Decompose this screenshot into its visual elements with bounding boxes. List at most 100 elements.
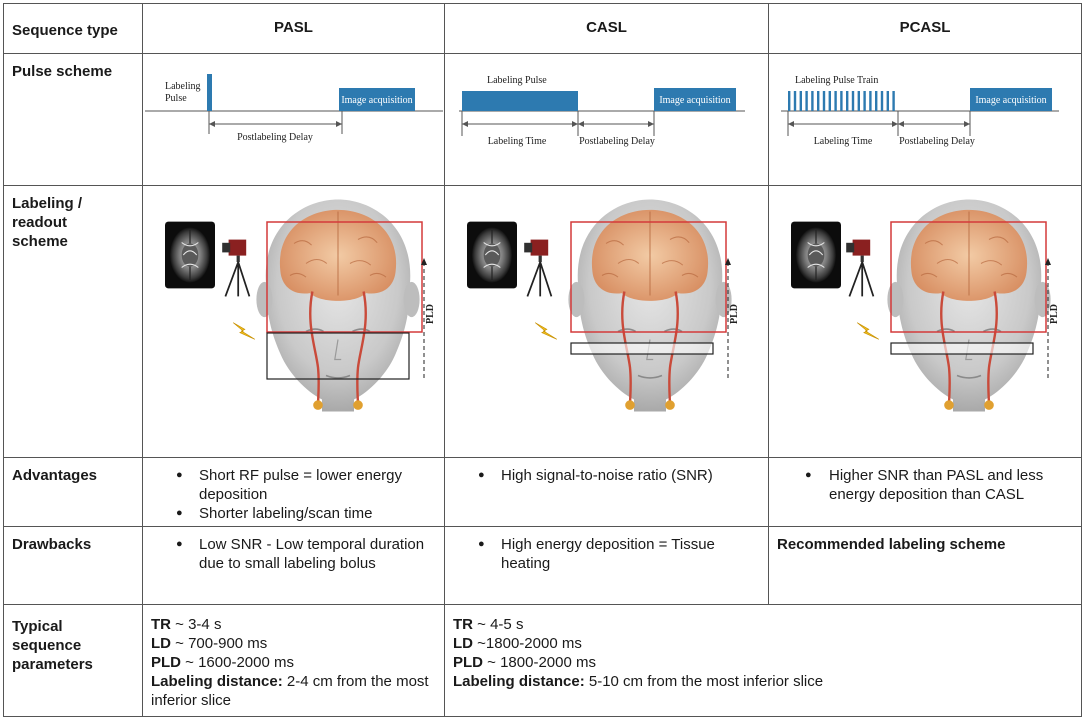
pcasl-pulse-bar (805, 91, 808, 111)
labeling-scheme-row: Labeling / readout scheme PLD (3, 185, 1082, 458)
casl-drawbacks: High energy deposition = Tissue heating (444, 526, 769, 605)
pcasl-pulse-diagram: Labeling Pulse Train Image acquisition L… (768, 53, 1082, 186)
parameters-row: Typical sequence parameters TR ~ 3-4 s L… (3, 604, 1082, 717)
pasl-drawbacks: Low SNR - Low temporal duration due to s… (142, 526, 445, 605)
casl-pld: PLD ~ 1800-2000 ms (453, 653, 1073, 672)
pcasl-pulse-bar (817, 91, 820, 111)
casl-pulse-diagram: Labeling Pulse Image acquisition Labelin… (444, 53, 769, 186)
pcasl-labeling-pulse-train (788, 91, 895, 111)
head-illustration (567, 198, 733, 413)
lightning-icon (856, 322, 880, 340)
pasl-labeling-text-1: Labeling (165, 81, 201, 92)
pcasl-recommendation: Recommended labeling scheme (768, 526, 1082, 605)
row-label-drawbacks: Drawbacks (3, 526, 143, 605)
row-label-advantages: Advantages (3, 457, 143, 527)
param-value: ~ 700-900 ms (171, 635, 268, 652)
casl-image-text: Image acquisition (659, 95, 730, 106)
pasl-advantage-item: Short RF pulse = lower energy deposition (143, 466, 444, 504)
pcasl-image-block (970, 88, 1052, 111)
drawbacks-row: Drawbacks Low SNR - Low temporal duratio… (3, 526, 1082, 605)
asl-comparison-table: Sequence type PASL CASL PCASL Pulse sche… (3, 3, 1082, 717)
pcasl-pulse-bar (799, 91, 802, 111)
labeling-label-line-3: scheme (12, 233, 68, 250)
casl-advantages: High signal-to-noise ratio (SNR) (444, 457, 769, 527)
param-label: LD (453, 635, 473, 652)
param-value: ~1800-2000 ms (473, 635, 582, 652)
casl-labeling-text: Labeling Pulse (487, 75, 547, 86)
pasl-labeling-pulse (207, 74, 212, 111)
param-label: Labeling distance: (151, 673, 283, 690)
pasl-pld: PLD ~ 1600-2000 ms (151, 653, 436, 672)
labeling-plane (890, 342, 1034, 355)
pcasl-delay-text: Postlabeling Delay (899, 136, 975, 147)
param-value: ~ 1800-2000 ms (483, 654, 596, 671)
pasl-pulse-diagram: Labeling Pulse Image acquisition Postlab… (142, 53, 445, 186)
pld-arrow-label: PLD (425, 304, 436, 324)
pasl-distance: Labeling distance: 2-4 cm from the most … (151, 672, 436, 710)
pcasl-pulse-bar (811, 91, 814, 111)
header-casl: CASL (444, 3, 769, 54)
casl-ld: LD ~1800-2000 ms (453, 634, 1073, 653)
param-value: ~ 3-4 s (171, 616, 222, 633)
casl-distance: Labeling distance: 5-10 cm from the most… (453, 672, 1073, 691)
pcasl-pulse-bar (857, 91, 860, 111)
labeling-label-line-1: Labeling / (12, 195, 83, 212)
pasl-labeling-text-2: Pulse (165, 93, 187, 104)
labeling-label-line-2: readout (12, 214, 68, 231)
casl-delay-text: Postlabeling Delay (579, 136, 655, 147)
pcasl-pulse-bar (822, 91, 826, 111)
params-label-line-2: sequence (12, 637, 82, 654)
casl-labeling-pulse (462, 91, 578, 111)
casl-pcasl-parameters: TR ~ 4-5 s LD ~1800-2000 ms PLD ~ 1800-2… (444, 604, 1082, 717)
casl-advantage-item: High signal-to-noise ratio (SNR) (445, 466, 768, 485)
param-label: TR (453, 616, 473, 633)
lightning-icon (232, 322, 256, 340)
mri-slice-icon (791, 221, 841, 289)
labeling-plane (570, 342, 714, 355)
casl-image-block (654, 88, 736, 111)
pcasl-time-text: Labeling Time (814, 136, 873, 147)
pcasl-pulse-bar (788, 91, 791, 111)
readout-box (890, 221, 1047, 333)
row-label-labeling-scheme: Labeling / readout scheme (3, 185, 143, 458)
pld-arrow-label: PLD (1049, 304, 1060, 324)
labeling-slab (266, 332, 410, 380)
advantages-row: Advantages Short RF pulse = lower energy… (3, 457, 1082, 527)
readout-box (570, 221, 727, 333)
header-sequence-type: Sequence type (3, 3, 143, 54)
pasl-ld: LD ~ 700-900 ms (151, 634, 436, 653)
param-label: TR (151, 616, 171, 633)
pasl-parameters: TR ~ 3-4 s LD ~ 700-900 ms PLD ~ 1600-20… (142, 604, 445, 717)
param-label: LD (151, 635, 171, 652)
lightning-icon (534, 322, 558, 340)
pcasl-pulse-bar (828, 91, 831, 111)
pcasl-pulse-bar (880, 91, 884, 111)
pasl-drawback-item: Low SNR - Low temporal duration due to s… (143, 535, 444, 573)
pcasl-pulse-bar (834, 91, 837, 111)
param-value: ~ 1600-2000 ms (181, 654, 294, 671)
param-label: PLD (151, 654, 181, 671)
pcasl-scheme-illustration: PLD (768, 185, 1082, 458)
casl-drawback-item: High energy deposition = Tissue heating (445, 535, 768, 573)
pcasl-pulse-bar (875, 91, 878, 111)
head-illustration (886, 198, 1052, 413)
pasl-advantages: Short RF pulse = lower energy deposition… (142, 457, 445, 527)
pcasl-pulse-bar (886, 91, 889, 111)
pcasl-advantage-item: Higher SNR than PASL and less energy dep… (769, 466, 1081, 504)
casl-time-text: Labeling Time (488, 136, 547, 147)
pcasl-advantages: Higher SNR than PASL and less energy dep… (768, 457, 1082, 527)
mri-slice-icon (467, 221, 517, 289)
param-label: PLD (453, 654, 483, 671)
pasl-scheme-illustration: PLD (142, 185, 445, 458)
camera-icon (523, 238, 553, 298)
readout-box (266, 221, 423, 333)
param-value: 5-10 cm from the most inferior slice (584, 673, 824, 690)
pcasl-pulse-bar (840, 91, 843, 111)
row-label-pulse-scheme: Pulse scheme (3, 53, 143, 186)
pcasl-pulse-bar (869, 91, 872, 111)
casl-scheme-illustration: PLD (444, 185, 769, 458)
param-value: 2-4 cm from the most inferior slice (151, 673, 429, 709)
pcasl-image-text: Image acquisition (975, 95, 1046, 106)
pcasl-pulse-bar (846, 91, 849, 111)
pcasl-pulse-bar (892, 91, 895, 111)
